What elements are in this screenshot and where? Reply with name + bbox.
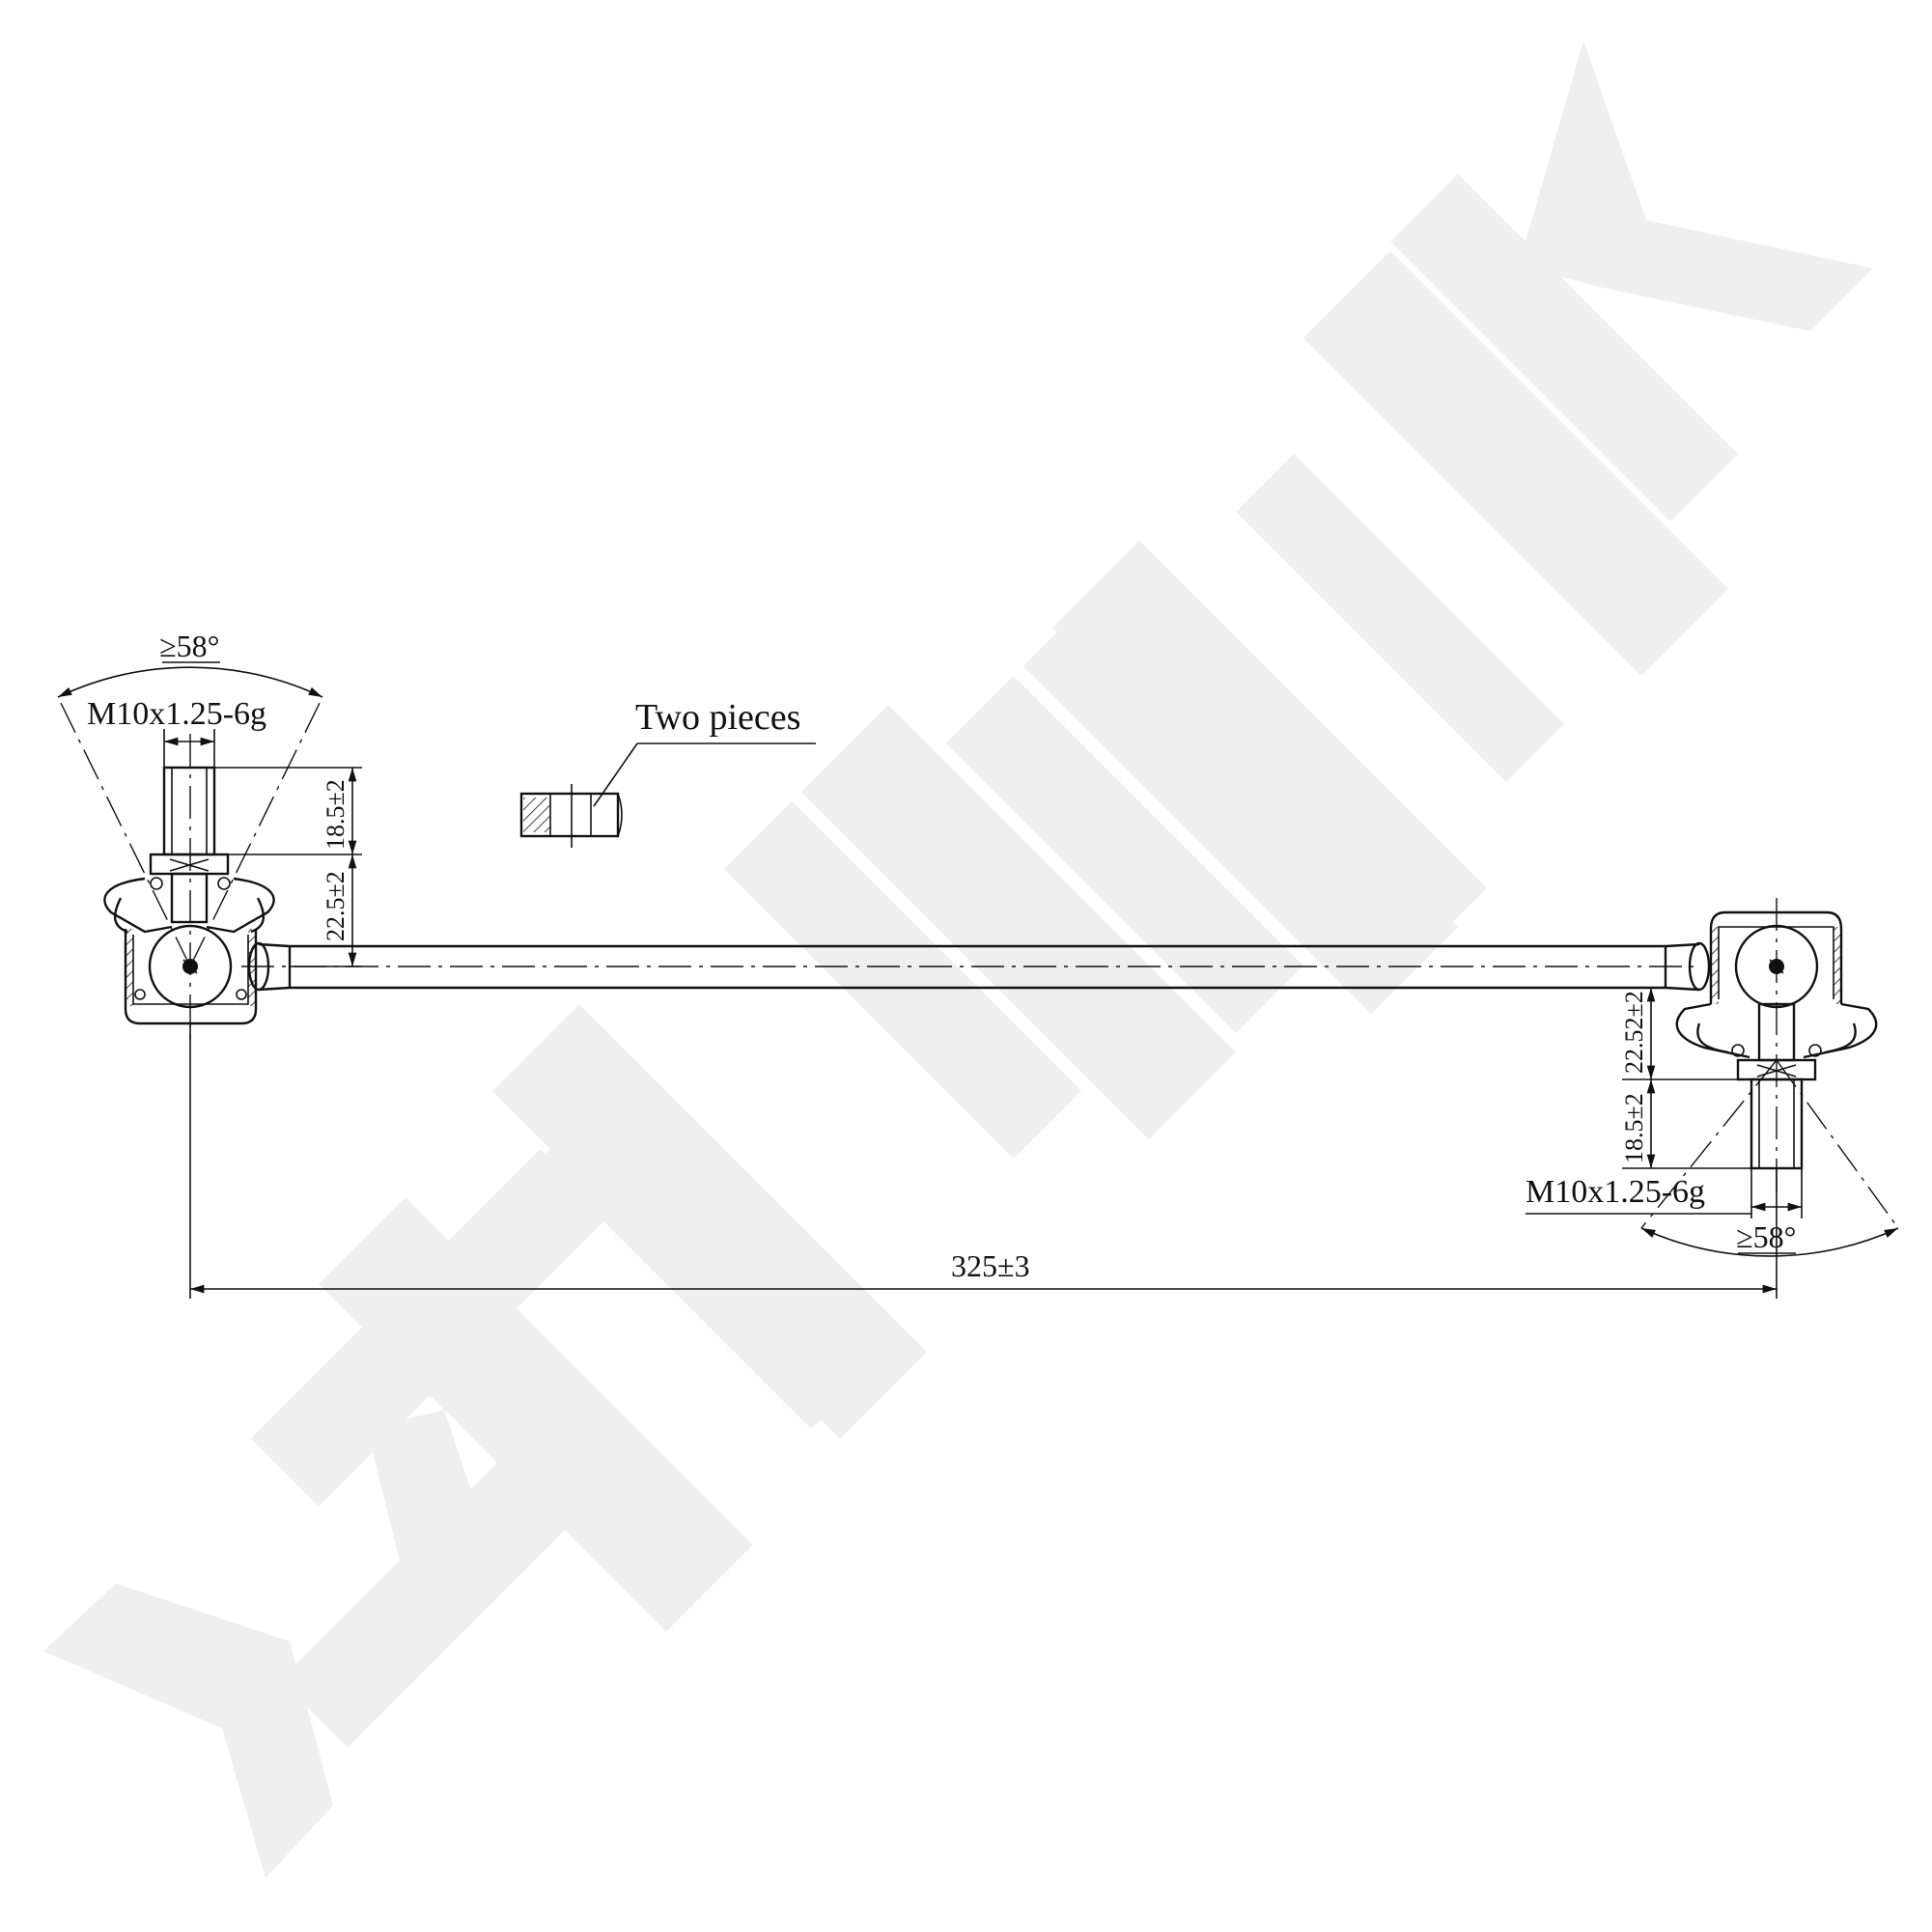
note-leader: [593, 742, 816, 807]
left-angle-dimension: [57, 661, 323, 967]
right-body-height-label: 22.52±2: [1620, 991, 1648, 1074]
zennek-watermark-logo: [43, 41, 1873, 1878]
left-body-height-label: 22.5±2: [322, 871, 350, 941]
connecting-rod: [241, 941, 1711, 992]
left-height-dimensions: [214, 767, 362, 967]
right-height-dimensions: [1622, 987, 1751, 1169]
left-thread-dimension: [163, 729, 215, 768]
lock-nut: [519, 784, 623, 848]
right-angle-dimension: [1640, 1059, 1899, 1257]
right-thread-label: M10x1.25-6g: [1526, 1174, 1705, 1210]
right-thread-dimension: [1526, 1168, 1803, 1218]
right-ball-joint: [1675, 898, 1878, 1299]
left-ball-joint: [103, 734, 275, 1299]
left-thread-label: M10x1.25-6g: [87, 696, 266, 732]
overall-length-label: 325±3: [951, 1248, 1030, 1283]
right-angle-label: ≥58°: [1736, 1219, 1796, 1254]
left-stud-length-label: 18.5±2: [322, 779, 350, 850]
right-stud-length-label: 18.5±2: [1620, 1093, 1648, 1163]
left-angle-label: ≥58°: [159, 629, 219, 663]
note-two-pieces: Two pieces: [635, 697, 800, 738]
